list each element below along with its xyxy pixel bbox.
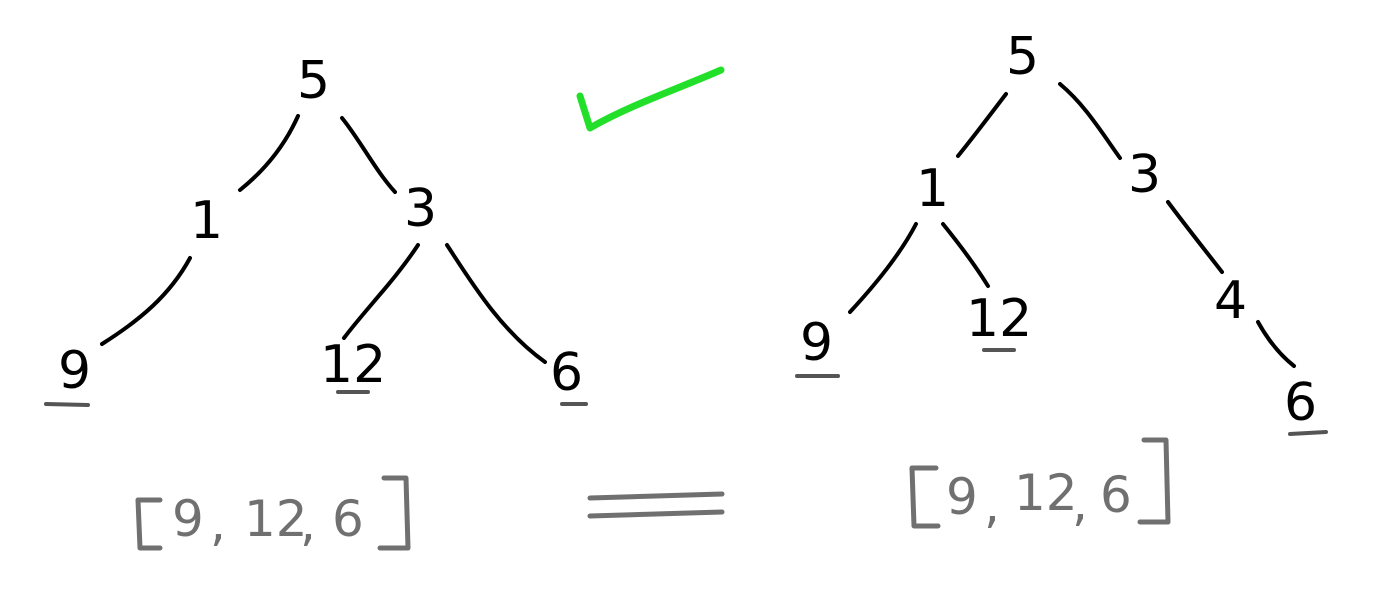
- left-close-bracket: [377, 475, 411, 551]
- right-edge-3-4: [1166, 200, 1224, 274]
- right-edge-1-9: [848, 222, 918, 314]
- right-node-12: 12: [966, 289, 1032, 349]
- right-seq-comma-2: ,: [1072, 474, 1088, 532]
- left-node-5: 5: [297, 51, 330, 111]
- left-open-bracket: [135, 497, 163, 551]
- left-seq-item-9: 9: [172, 490, 204, 548]
- left-edge-3-12: [342, 243, 420, 340]
- right-node-1: 1: [916, 159, 949, 219]
- right-edge-5-1: [956, 92, 1008, 158]
- right-leaf-sequence: 9 , 12 , 6: [909, 437, 1171, 534]
- left-node-3: 3: [404, 179, 437, 239]
- left-edge-5-3: [340, 116, 397, 194]
- right-edge-1-12: [941, 222, 990, 288]
- left-seq-item-6: 6: [332, 490, 364, 548]
- right-node-9: 9: [800, 313, 833, 373]
- left-edge-5-1: [238, 114, 300, 192]
- right-node-6: 6: [1284, 373, 1317, 433]
- right-node-3: 3: [1128, 145, 1161, 205]
- left-seq-item-12: 12: [244, 490, 308, 548]
- left-edge-1-9: [100, 256, 192, 346]
- left-node-12: 12: [320, 335, 386, 395]
- right-edge-4-6: [1256, 320, 1296, 368]
- left-seq-comma-2: ,: [300, 494, 316, 552]
- right-edge-5-3: [1058, 82, 1122, 160]
- right-seq-comma-1: ,: [984, 476, 1000, 534]
- left-node-9: 9: [58, 341, 91, 401]
- right-seq-item-12: 12: [1014, 464, 1078, 522]
- right-node-5: 5: [1006, 27, 1039, 87]
- right-open-bracket: [909, 465, 941, 529]
- left-leaf-underline-9: [44, 402, 90, 407]
- right-seq-item-6: 6: [1100, 466, 1132, 524]
- right-seq-item-9: 9: [946, 468, 978, 526]
- eq-bottom-line: [587, 509, 725, 519]
- left-node-6: 6: [550, 343, 583, 403]
- left-seq-comma-1: ,: [210, 494, 226, 552]
- right-node-4: 4: [1214, 271, 1247, 331]
- check-mark-icon: [576, 66, 725, 132]
- left-tree: 5 1 3 9 12 6: [44, 51, 588, 407]
- right-leaf-underline-6: [1288, 430, 1328, 436]
- left-node-1: 1: [190, 191, 223, 251]
- equals-operator: [587, 491, 725, 519]
- right-close-bracket: [1137, 437, 1171, 525]
- eq-top-line: [587, 491, 725, 501]
- right-tree: 5 1 3 9 12 4 6: [795, 27, 1328, 436]
- left-leaf-sequence: 9 , 12 , 6: [135, 475, 411, 552]
- left-edge-3-6: [445, 243, 547, 364]
